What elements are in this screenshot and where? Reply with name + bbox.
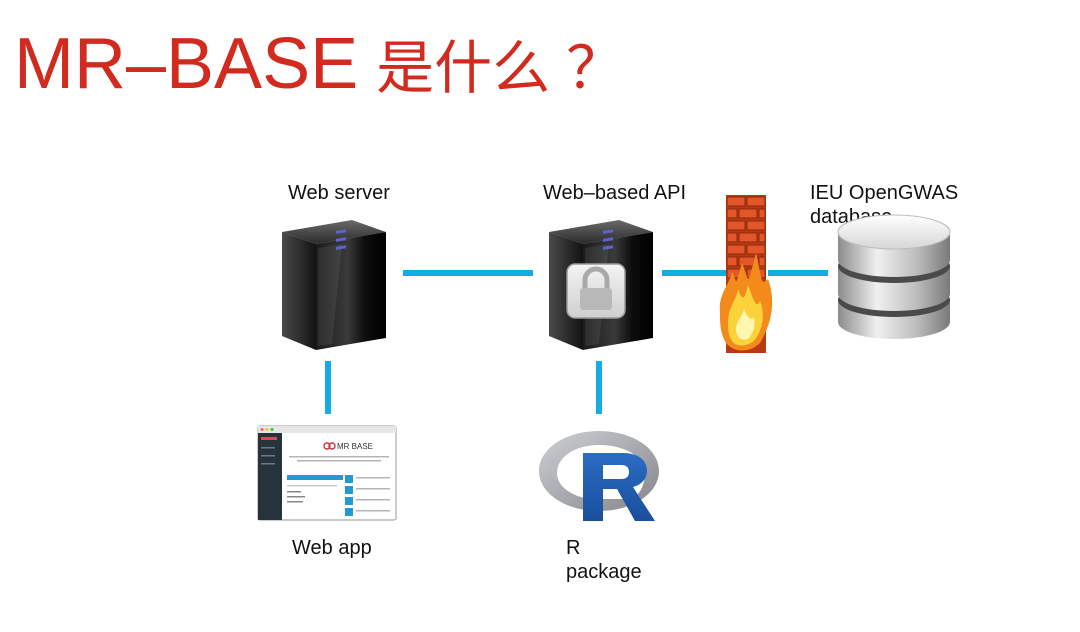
server-lock-icon: [549, 220, 653, 350]
r-logo-icon: [539, 431, 659, 521]
connector-server-api: [403, 270, 533, 276]
title-suffix: 是什么 ？: [376, 36, 625, 101]
web-server-label: Web server: [288, 182, 390, 204]
web-app-screenshot: MR BASE: [257, 425, 397, 521]
r-package-label-line1: R: [566, 537, 581, 559]
r-package-label-line2: package: [566, 561, 642, 583]
api-label: Web–based API: [543, 182, 687, 204]
web-app-label: Web app: [292, 537, 372, 559]
database-icon: [837, 214, 951, 339]
web-app-logo: MR BASE: [337, 442, 373, 451]
connector-firewall-database: [768, 270, 828, 276]
title-main: MR–BASE: [14, 24, 359, 104]
connector-api-firewall: [662, 270, 732, 276]
firewall-icon: [719, 195, 773, 353]
connector-api-r: [596, 361, 602, 414]
connector-server-webapp: [325, 361, 331, 414]
server-icon: [282, 220, 386, 350]
database-label-line1: IEU OpenGWAS: [810, 182, 959, 204]
